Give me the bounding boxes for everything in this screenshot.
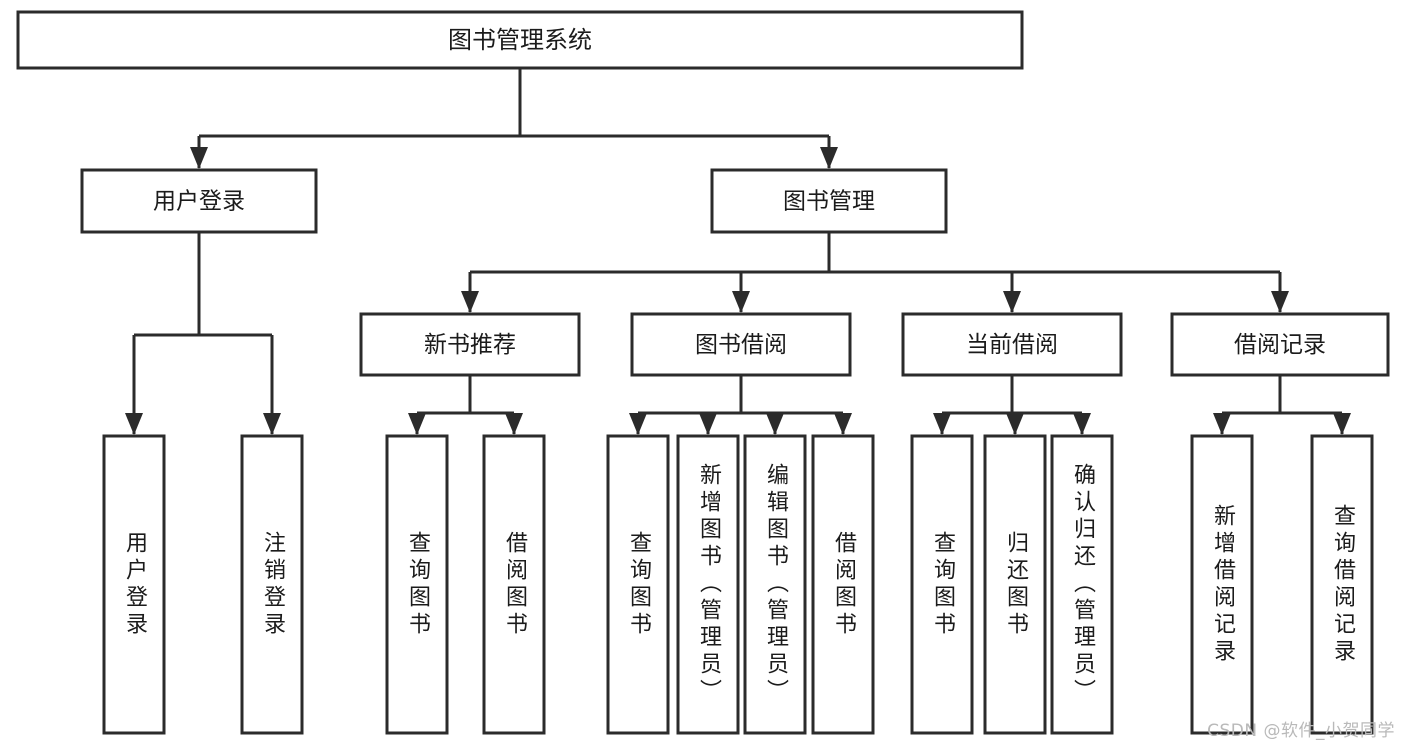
level3-node-box-0[interactable]: [359, 312, 581, 377]
level3-node-box-2[interactable]: [901, 312, 1123, 377]
arrow-head-icon-leaf-0-1: [505, 413, 523, 435]
arrow-head-icon-leaf-1-2: [766, 413, 784, 435]
arrow-head-icon-leaf-1-0: [629, 413, 647, 435]
level3-node-box-1[interactable]: [630, 312, 852, 377]
arrow-head-icon-leaf-2-0: [933, 413, 951, 435]
leaf-node-box-0[interactable]: [102, 434, 166, 735]
arrow-head-icon-leaf-3-1: [1333, 413, 1351, 435]
level2-node-label-1: 图书管理: [783, 189, 875, 215]
level3-node-label-3: 借阅记录: [1234, 332, 1326, 358]
arrow-head-icon-leaf-2-2: [1073, 413, 1091, 435]
leaf-node-box-8[interactable]: [910, 434, 974, 735]
leaf-node-box-10[interactable]: [1050, 434, 1114, 735]
level3-node-label-1: 图书借阅: [695, 332, 787, 358]
arrow-head-icon-level2-0: [190, 147, 208, 169]
leaf-node-box-5[interactable]: [676, 434, 740, 735]
leaf-node-box-2[interactable]: [385, 434, 449, 735]
arrow-head-icon-user-login-leaf-1: [263, 413, 281, 435]
csdn-watermark: CSDN @软件_小贺同学: [1207, 721, 1395, 741]
arrow-head-icon-level3-3: [1271, 291, 1289, 313]
arrow-head-icon-leaf-2-1: [1006, 413, 1024, 435]
level3-node-box-3[interactable]: [1170, 312, 1390, 377]
level3-node-label-0: 新书推荐: [424, 332, 516, 358]
arrow-head-icon-leaf-0-0: [408, 413, 426, 435]
level2-node-box-0[interactable]: [80, 168, 318, 234]
leaf-node-box-4[interactable]: [606, 434, 670, 735]
level3-node-label-2: 当前借阅: [966, 332, 1058, 358]
arrow-head-icon-level2-1: [820, 147, 838, 169]
arrow-head-icon-level3-0: [461, 291, 479, 313]
level2-node-label-0: 用户登录: [153, 189, 245, 215]
arrow-head-icon-level3-1: [732, 291, 750, 313]
arrow-head-icon-user-login-leaf-0: [125, 413, 143, 435]
box-layer: [16, 10, 1390, 735]
root-node-box[interactable]: [16, 10, 1024, 70]
connector-layer: [125, 68, 1351, 435]
arrow-head-icon-leaf-3-0: [1213, 413, 1231, 435]
arrow-head-icon-leaf-1-1: [699, 413, 717, 435]
level2-node-box-1[interactable]: [710, 168, 948, 234]
arrow-head-icon-level3-2: [1003, 291, 1021, 313]
arrow-head-icon-leaf-1-3: [834, 413, 852, 435]
leaf-node-box-12[interactable]: [1310, 434, 1374, 735]
leaf-node-box-6[interactable]: [743, 434, 807, 735]
leaf-node-box-9[interactable]: [983, 434, 1047, 735]
leaf-node-box-3[interactable]: [482, 434, 546, 735]
root-node-label: 图书管理系统: [448, 26, 592, 54]
leaf-node-box-11[interactable]: [1190, 434, 1254, 735]
leaf-node-box-7[interactable]: [811, 434, 875, 735]
leaf-node-box-1[interactable]: [240, 434, 304, 735]
